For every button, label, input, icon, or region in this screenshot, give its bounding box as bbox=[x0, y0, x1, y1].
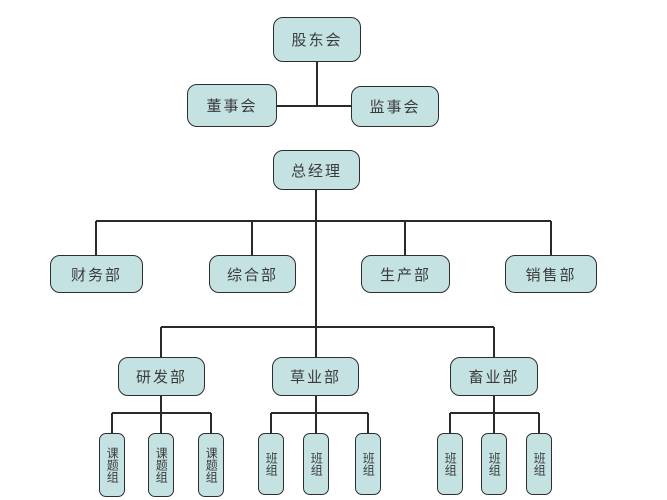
connector-dept-bar bbox=[96, 220, 551, 222]
node-livestock-team-3: 班组 bbox=[526, 433, 552, 495]
node-research-group-3: 课题组 bbox=[198, 433, 224, 497]
connector-drop-research-group-3 bbox=[210, 413, 212, 433]
node-research-group-1: 课题组 bbox=[99, 433, 125, 497]
connector-drop-production bbox=[404, 221, 406, 255]
node-livestock-dept: 畜业部 bbox=[450, 357, 538, 396]
node-supervisory-board: 监事会 bbox=[351, 86, 439, 127]
connector-shareholders-down bbox=[316, 62, 318, 107]
node-research-group-2: 课题组 bbox=[148, 433, 174, 497]
node-rnd-dept: 研发部 bbox=[118, 357, 205, 396]
node-grass-team-2: 班组 bbox=[303, 433, 329, 495]
connector-drop-general-affairs bbox=[251, 221, 253, 255]
node-general-affairs-dept: 综合部 bbox=[209, 255, 296, 293]
node-production-dept: 生产部 bbox=[361, 255, 450, 293]
connector-livestock-stub bbox=[493, 396, 495, 413]
connector-grass-children-bar bbox=[271, 412, 368, 414]
node-grass-team-1: 班组 bbox=[258, 433, 284, 495]
connector-division-bar bbox=[161, 326, 494, 328]
connector-drop-grass-team-3 bbox=[367, 413, 369, 433]
node-general-manager: 总经理 bbox=[273, 150, 360, 190]
connector-drop-finance bbox=[95, 221, 97, 255]
node-grass-team-3: 班组 bbox=[355, 433, 381, 495]
connector-drop-livestock-team-1 bbox=[449, 413, 451, 433]
node-board-of-directors: 董事会 bbox=[187, 84, 277, 127]
connector-drop-livestock-team-3 bbox=[538, 413, 540, 433]
connector-drop-grass-team-2 bbox=[315, 413, 317, 433]
connector-grass-stub bbox=[315, 396, 317, 413]
node-shareholders-meeting: 股东会 bbox=[273, 17, 361, 62]
connector-drop-grass-team-1 bbox=[270, 413, 272, 433]
node-livestock-team-2: 班组 bbox=[481, 433, 507, 495]
connector-drop-livestock bbox=[493, 327, 495, 357]
connector-board-supervisory-bar bbox=[277, 105, 351, 107]
node-livestock-team-1: 班组 bbox=[437, 433, 463, 495]
connector-drop-sales bbox=[550, 221, 552, 255]
node-grass-dept: 草业部 bbox=[272, 357, 359, 396]
connector-gm-trunk bbox=[315, 190, 317, 357]
connector-rnd-stub bbox=[160, 396, 162, 413]
node-finance-dept: 财务部 bbox=[50, 255, 143, 293]
connector-drop-research-group-2 bbox=[160, 413, 162, 433]
connector-drop-rnd bbox=[160, 327, 162, 357]
connector-drop-research-group-1 bbox=[111, 413, 113, 433]
connector-drop-livestock-team-2 bbox=[493, 413, 495, 433]
node-sales-dept: 销售部 bbox=[505, 255, 597, 293]
